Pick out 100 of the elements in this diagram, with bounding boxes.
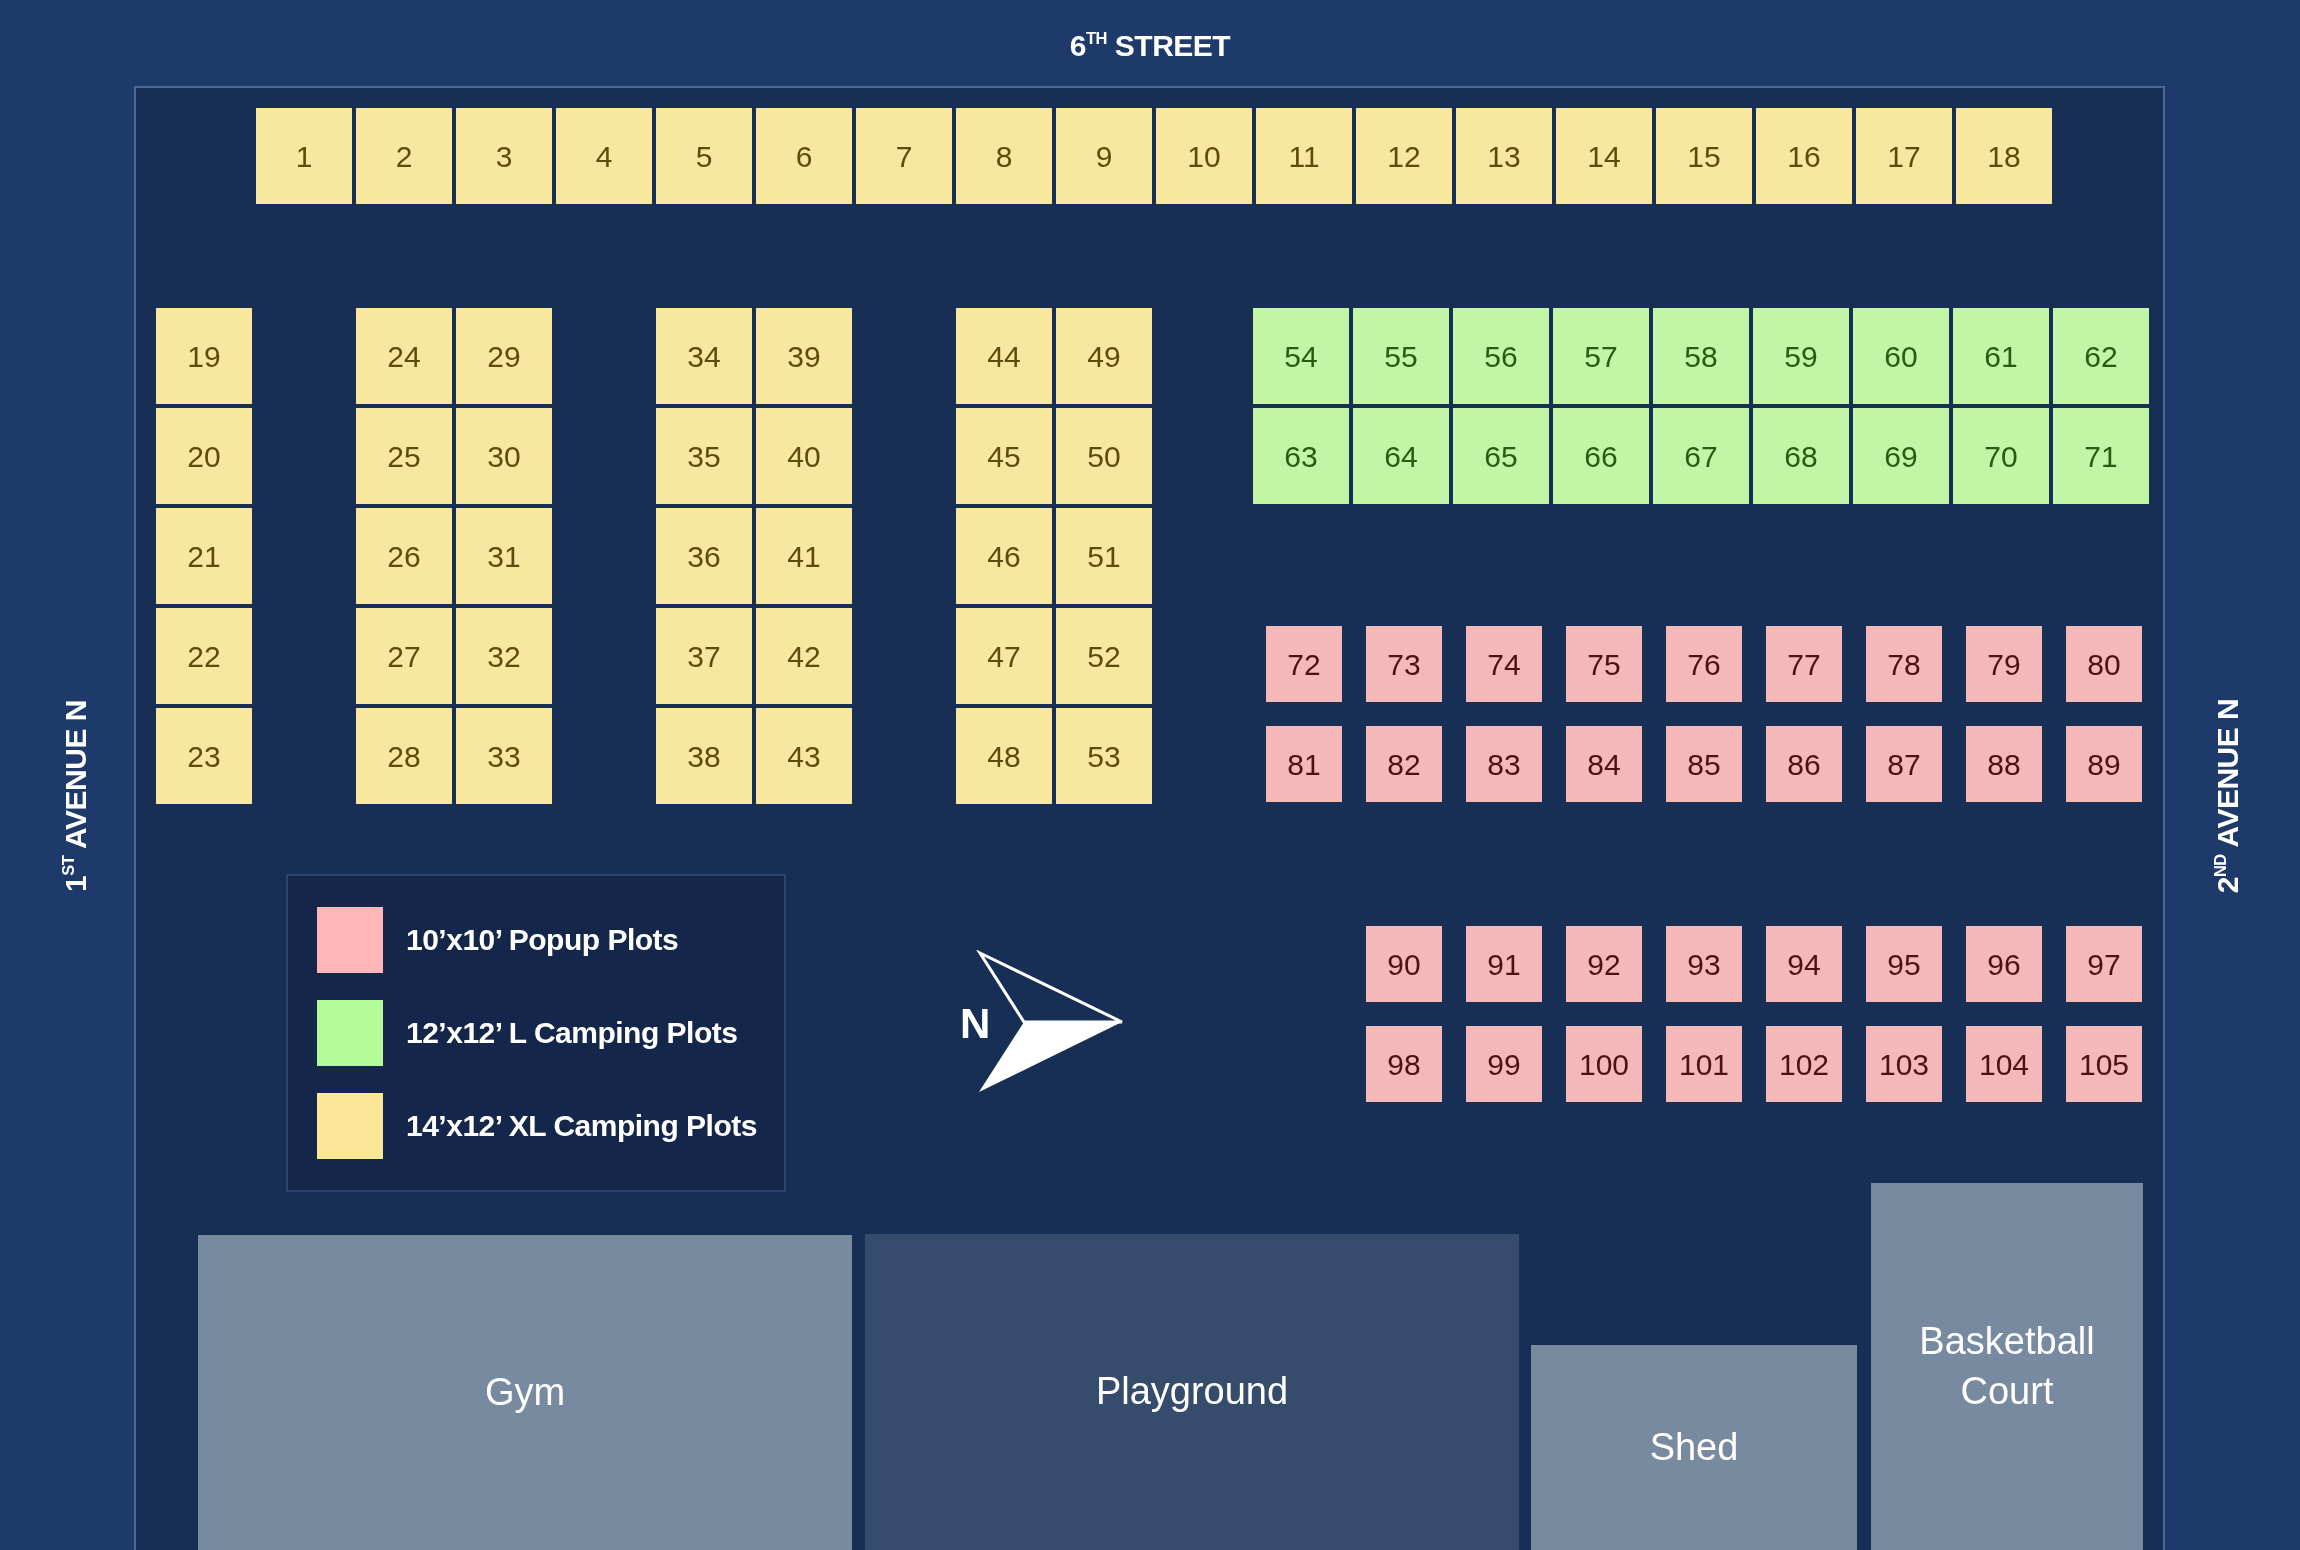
plot-number: 9	[1095, 139, 1113, 173]
plot-number: 73	[1387, 647, 1421, 681]
plot-number: 96	[1987, 947, 2021, 981]
camping-plot	[656, 708, 752, 804]
popup-plot	[1566, 1026, 1642, 1102]
plot-number: 48	[987, 739, 1021, 773]
popup-plot	[1566, 926, 1642, 1002]
popup-plot	[1366, 626, 1442, 702]
plot-number: 65	[1484, 439, 1518, 473]
camping-plot	[1056, 408, 1152, 504]
legend-text: 10’x10’ Popup Plots	[406, 922, 679, 958]
plot-number: 53	[1087, 739, 1121, 773]
camping-plot	[456, 708, 552, 804]
plot-number: 67	[1684, 439, 1718, 473]
plot-number: 32	[487, 639, 521, 673]
camping-plot	[356, 608, 452, 704]
camping-plot	[656, 608, 752, 704]
plot-number: 38	[687, 739, 721, 773]
camping-plot	[1253, 308, 1349, 404]
camping-plot	[1953, 308, 2049, 404]
plot-number: 21	[187, 539, 221, 573]
popup-plot	[1966, 926, 2042, 1002]
plot-number: 99	[1487, 1047, 1521, 1081]
plot-number: 49	[1087, 339, 1121, 373]
plot-number: 56	[1484, 339, 1518, 373]
camping-plot	[956, 408, 1052, 504]
plot-number: 80	[2087, 647, 2121, 681]
camping-plot	[1056, 708, 1152, 804]
plot-number: 82	[1387, 747, 1421, 781]
area-name: Gym	[484, 1369, 566, 1415]
camping-plot	[1853, 408, 1949, 504]
popup-plot	[1466, 1026, 1542, 1102]
camping-plot	[1553, 408, 1649, 504]
popup-plot	[1366, 726, 1442, 802]
camping-plot	[456, 308, 552, 404]
plot-number: 89	[2087, 747, 2121, 781]
camping-plot	[156, 408, 252, 504]
popup-plot	[2066, 726, 2142, 802]
plot-number: 93	[1687, 947, 1721, 981]
camping-plot	[1756, 108, 1852, 204]
popup-plot	[1766, 626, 1842, 702]
plot-number: 70	[1984, 439, 2018, 473]
plot-number: 37	[687, 639, 721, 673]
camping-plot	[956, 708, 1052, 804]
camping-plot	[756, 608, 852, 704]
plot-number: 60	[1884, 339, 1918, 373]
playground-area	[865, 1234, 1519, 1550]
area-name: Playground	[1095, 1369, 1289, 1415]
plot-number: 42	[787, 639, 821, 673]
plot-number: 103	[1878, 1047, 1930, 1081]
plot-number: 31	[487, 539, 521, 573]
plot-number: 66	[1584, 439, 1618, 473]
area-name: Shed	[1649, 1424, 1739, 1470]
plot-number: 75	[1587, 647, 1621, 681]
plot-number: 92	[1587, 947, 1621, 981]
plot-number: 78	[1887, 647, 1921, 681]
camping-plot	[756, 508, 852, 604]
popup-plot	[1866, 1026, 1942, 1102]
camping-plot	[756, 708, 852, 804]
building-block	[1531, 1345, 1857, 1550]
plot-number: 45	[987, 439, 1021, 473]
plot-number: 90	[1387, 947, 1421, 981]
camping-plot	[1256, 108, 1352, 204]
plot-number: 46	[987, 539, 1021, 573]
plot-number: 52	[1087, 639, 1121, 673]
plot-number: 77	[1787, 647, 1821, 681]
plot-number: 14	[1587, 139, 1621, 173]
camping-plot	[356, 308, 452, 404]
camping-plot	[856, 108, 952, 204]
camping-plot	[756, 308, 852, 404]
plot-number: 100	[1578, 1047, 1630, 1081]
popup-plot	[1966, 626, 2042, 702]
plot-number: 19	[187, 339, 221, 373]
plot-number: 74	[1487, 647, 1521, 681]
camping-plot	[656, 308, 752, 404]
plot-number: 41	[787, 539, 821, 573]
camping-plot	[356, 108, 452, 204]
plot-number: 72	[1287, 647, 1321, 681]
camping-plot	[156, 608, 252, 704]
popup-plot	[1666, 726, 1742, 802]
camping-plot	[1156, 108, 1252, 204]
popup-plot	[1866, 926, 1942, 1002]
plot-number: 55	[1384, 339, 1418, 373]
plot-number: 86	[1787, 747, 1821, 781]
north-label: N	[960, 998, 990, 1049]
plot-number: 36	[687, 539, 721, 573]
plot-number: 59	[1784, 339, 1818, 373]
camping-plot	[1853, 308, 1949, 404]
popup-plot	[1466, 726, 1542, 802]
plot-number: 7	[895, 139, 913, 173]
popup-plot	[1266, 626, 1342, 702]
camping-plot	[956, 308, 1052, 404]
camping-plot	[156, 708, 252, 804]
plot-number: 10	[1187, 139, 1221, 173]
camping-plot	[1056, 108, 1152, 204]
camping-plot	[956, 508, 1052, 604]
plot-number: 97	[2087, 947, 2121, 981]
plot-number: 101	[1678, 1047, 1730, 1081]
plot-number: 5	[695, 139, 713, 173]
street-label: 6$^{TH}$ STREET	[1069, 28, 1231, 64]
